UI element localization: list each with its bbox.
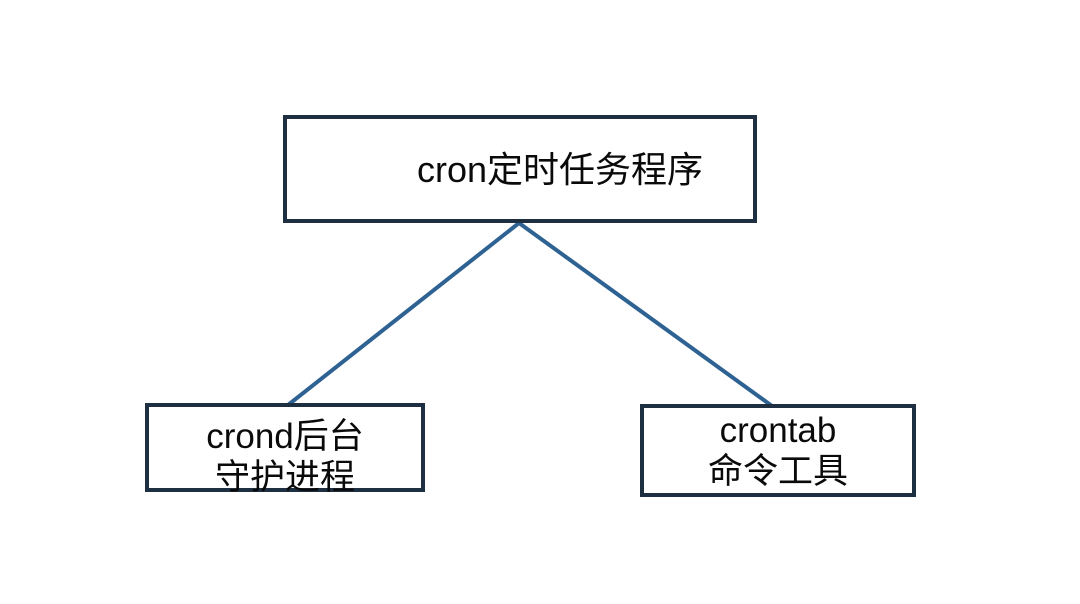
node-cron-program-label: cron定时任务程序 [416,148,704,190]
node-crontab-tool-label-line2: 命令工具 [707,451,848,491]
connector-root-to-crond [286,221,521,407]
connector-root-to-crontab [517,221,774,408]
node-cron-program: cron定时任务程序 [283,115,757,223]
node-crond-daemon-label-line1: crond后台 [206,417,364,456]
node-crond-daemon: crond后台 守护进程 [145,403,425,497]
node-crontab-tool: crontab 命令工具 [640,404,916,497]
node-crond-daemon-label-line2: 守护进程 [214,458,355,497]
node-crontab-tool-label-line1: crontab [719,410,837,450]
